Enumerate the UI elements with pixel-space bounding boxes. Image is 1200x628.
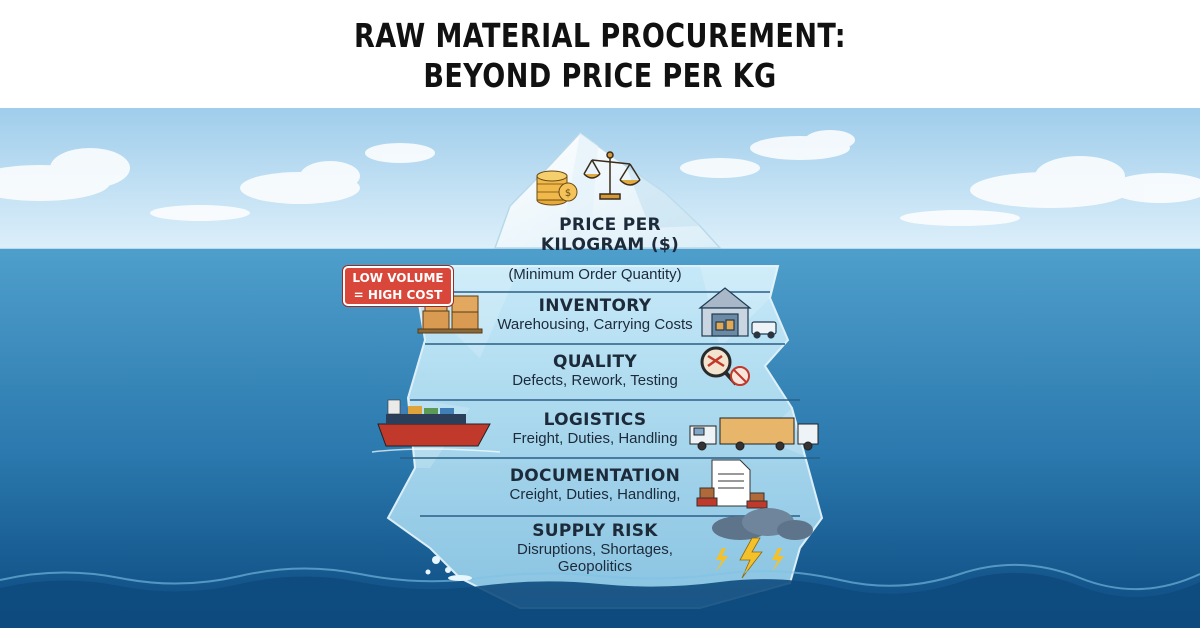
- layer-inventory: INVENTORY Warehousing, Carrying Costs: [470, 296, 720, 333]
- layer-heading: LOGISTICS: [543, 410, 647, 430]
- badge-line-2: = HIGH COST: [353, 288, 443, 302]
- tip-heading: PRICE PER KILOGRAM ($): [520, 215, 700, 255]
- title-line-1: RAW MATERIAL PROCUREMENT:: [354, 16, 846, 55]
- layer-detail-line-2: Geopolitics: [557, 558, 633, 575]
- warehouse-icon: [698, 287, 777, 339]
- box-stack-icon: [417, 295, 483, 334]
- iceberg-scene: $: [0, 108, 1200, 628]
- layer-dividers: [400, 291, 820, 517]
- coins-icon: $: [536, 170, 578, 206]
- layer-heading: QUALITY: [552, 352, 638, 372]
- truck-icon: [689, 417, 819, 451]
- layer-documentation: DOCUMENTATION Creight, Duties, Handling,: [470, 466, 720, 503]
- storm-cloud-icon: [712, 508, 813, 579]
- layer-detail: Warehousing, Carrying Costs: [497, 316, 693, 333]
- moq-note: (Minimum Order Quantity): [508, 266, 682, 283]
- document-stamp-icon: [696, 459, 768, 509]
- title-line-2: BEYOND PRICE PER KG: [423, 56, 777, 95]
- layer-heading: DOCUMENTATION: [509, 466, 681, 486]
- layer-detail: Freight, Duties, Handling: [512, 430, 678, 447]
- layer-heading: SUPPLY RISK: [532, 521, 658, 541]
- splash: [425, 556, 472, 581]
- low-volume-badge: LOW VOLUME = HIGH COST: [343, 266, 453, 306]
- clouds: [0, 130, 1200, 226]
- layer-logistics: LOGISTICS Freight, Duties, Handling: [470, 410, 720, 447]
- title-banner: RAW MATERIAL PROCUREMENT: BEYOND PRICE P…: [0, 0, 1200, 108]
- tip-heading-line-2: KILOGRAM ($): [540, 235, 680, 255]
- ship-icon: [371, 399, 501, 453]
- scale-icon: [583, 151, 641, 200]
- tip-heading-line-1: PRICE PER: [559, 215, 661, 235]
- badge-line-1: LOW VOLUME: [352, 271, 444, 285]
- layer-heading: INVENTORY: [538, 296, 652, 316]
- layer-detail: Defects, Rework, Testing: [512, 372, 678, 389]
- layer-detail: Creight, Duties, Handling,: [509, 486, 681, 503]
- magnifier-defect-icon: [700, 346, 750, 386]
- layer-supply-risk: SUPPLY RISK Disruptions, Shortages, Geop…: [470, 521, 720, 575]
- svg-text:$: $: [565, 188, 571, 199]
- layer-quality: QUALITY Defects, Rework, Testing: [470, 352, 720, 389]
- layer-detail-line-1: Disruptions, Shortages,: [517, 541, 673, 558]
- bottom-waves: [0, 572, 1200, 628]
